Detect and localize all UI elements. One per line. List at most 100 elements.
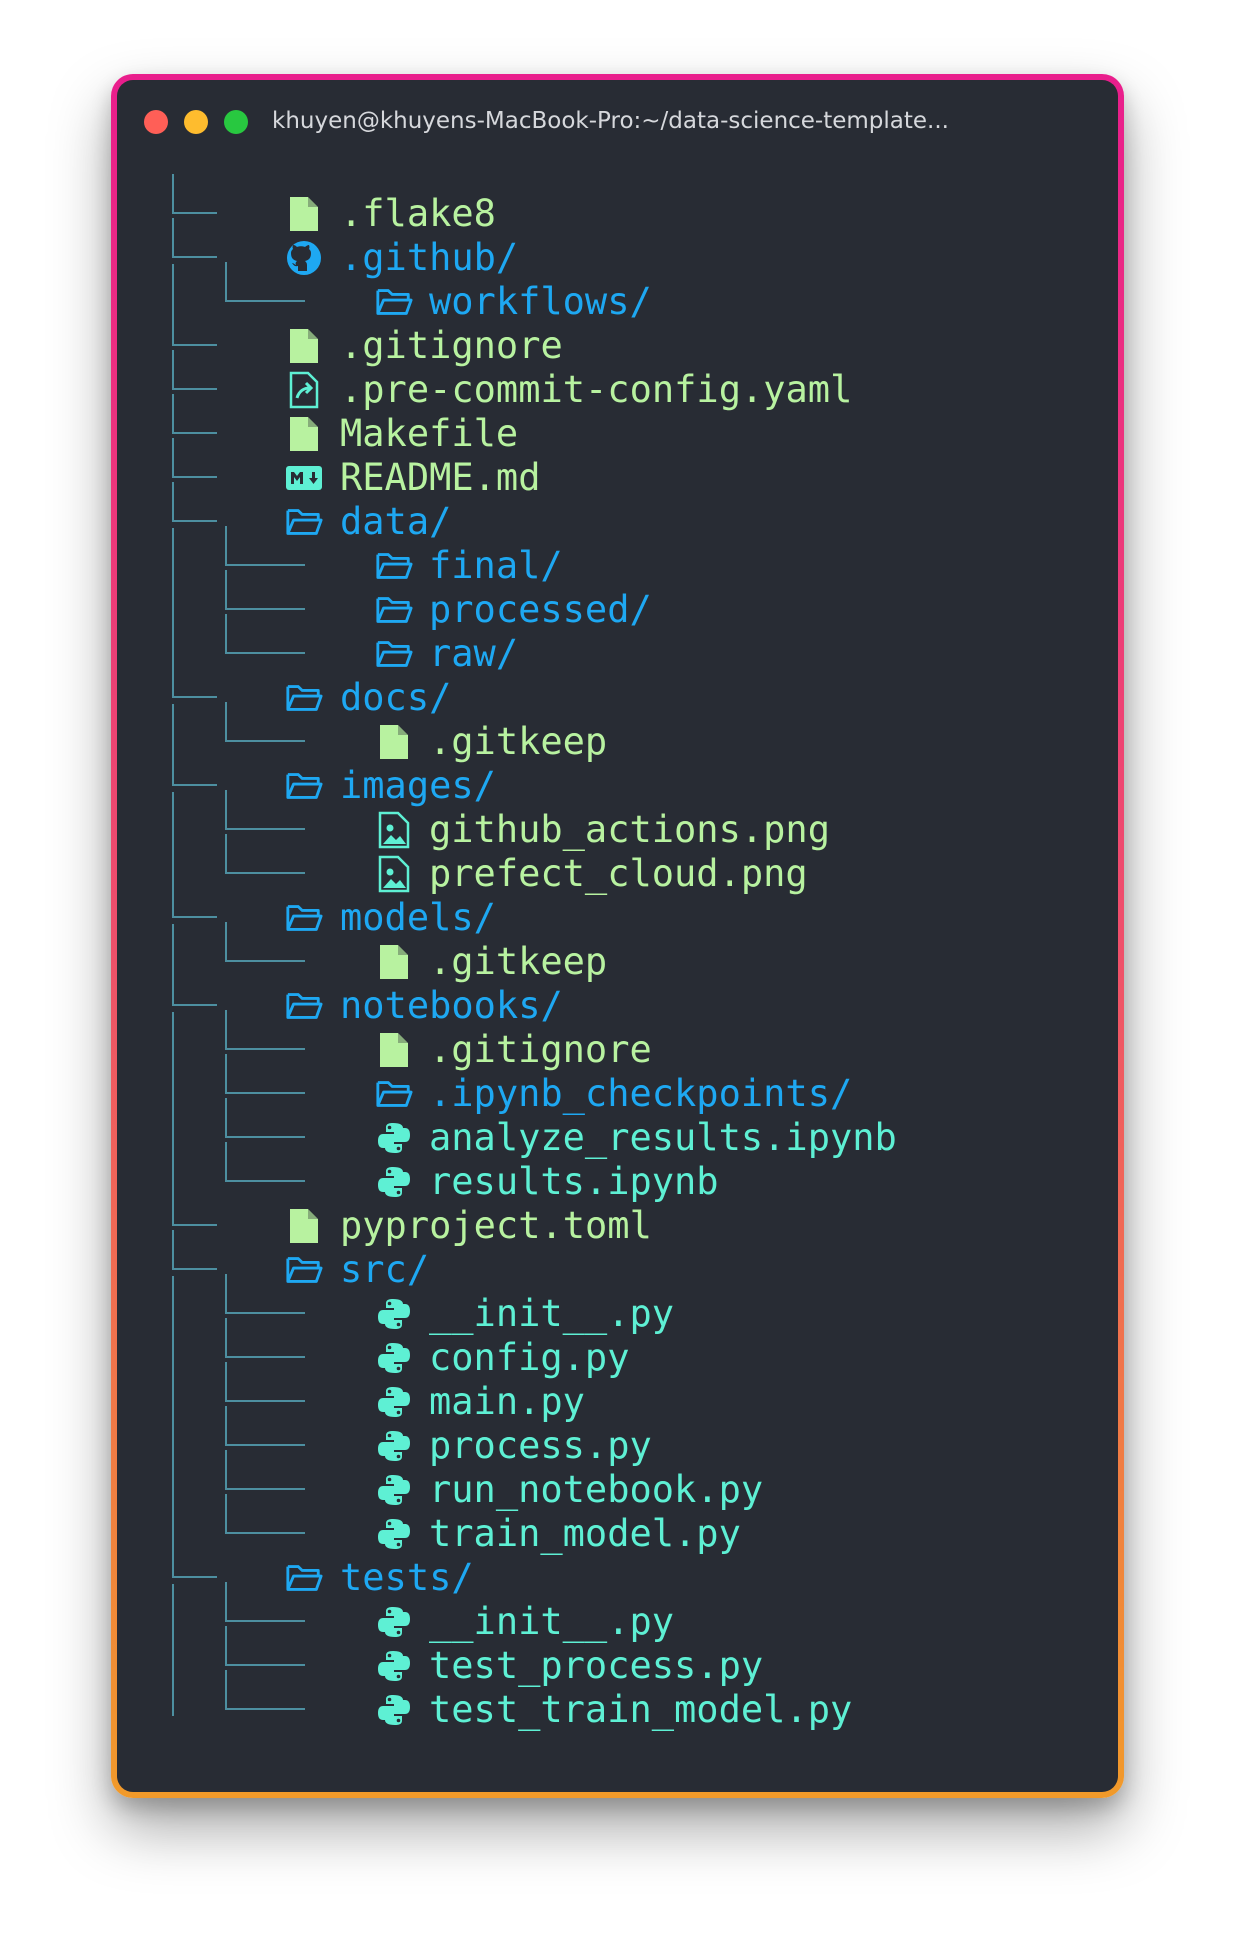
- tree-row-file: README.md: [117, 438, 1118, 500]
- tree-connector: [172, 394, 217, 434]
- tree-row-file: run_notebook.py: [117, 1450, 1118, 1512]
- tree-connector: [225, 834, 305, 874]
- tree-row-directory: raw/: [117, 614, 1118, 676]
- tree-connector: [172, 966, 217, 1006]
- tree-item-label[interactable]: .gitkeep: [429, 940, 608, 983]
- tree-item-label[interactable]: test_train_model.py: [429, 1688, 853, 1731]
- tree-row-file: github_actions.png: [117, 790, 1118, 852]
- folder-icon: [285, 900, 323, 936]
- tree-item-label[interactable]: prefect_cloud.png: [429, 852, 808, 895]
- tree-item-label[interactable]: config.py: [429, 1336, 630, 1379]
- tree-row-directory: .github/: [117, 218, 1118, 280]
- tree-row-file: config.py: [117, 1318, 1118, 1380]
- image-icon: [375, 811, 413, 849]
- tree-item-label[interactable]: run_notebook.py: [429, 1468, 764, 1511]
- tree-item-label[interactable]: .github/: [340, 236, 519, 279]
- tree-row-directory: workflows/: [117, 262, 1118, 324]
- tree-item-label[interactable]: results.ipynb: [429, 1160, 719, 1203]
- tree-connector: [172, 174, 217, 214]
- tree-connector: [225, 702, 305, 742]
- tree-row-directory: tests/: [117, 1538, 1118, 1600]
- file-icon: [285, 416, 323, 452]
- python-icon: [375, 1164, 413, 1200]
- tree-guide-line: [172, 1276, 174, 1540]
- title-bar: khuyen@khuyens-MacBook-Pro:~/data-scienc…: [117, 80, 1118, 150]
- tree-item-label[interactable]: .flake8: [340, 192, 496, 235]
- zoom-button[interactable]: [224, 110, 248, 134]
- tree-connector: [172, 350, 217, 390]
- tree-connector: [172, 482, 217, 522]
- tree-item-label[interactable]: data/: [340, 500, 452, 543]
- tree-connector: [172, 1538, 217, 1578]
- tree-row-file: process.py: [117, 1406, 1118, 1468]
- tree-connector: [225, 1626, 305, 1666]
- minimize-button[interactable]: [184, 110, 208, 134]
- tree-connector: [225, 1054, 305, 1094]
- tree-item-label[interactable]: final/: [429, 544, 563, 587]
- tree-item-label[interactable]: .gitignore: [340, 324, 563, 367]
- tree-connector: [225, 1010, 305, 1050]
- tree-connector: [172, 218, 217, 258]
- tree-item-label[interactable]: Makefile: [340, 412, 519, 455]
- tree-item-label[interactable]: github_actions.png: [429, 808, 830, 851]
- tree-item-label[interactable]: src/: [340, 1248, 430, 1291]
- window-frame: khuyen@khuyens-MacBook-Pro:~/data-scienc…: [111, 74, 1124, 1798]
- tree-connector: [172, 746, 217, 786]
- tree-row-directory: images/: [117, 746, 1118, 808]
- tree-connector: [225, 570, 305, 610]
- tree-item-label[interactable]: notebooks/: [340, 984, 563, 1027]
- python-icon: [375, 1296, 413, 1332]
- folder-icon: [375, 592, 413, 628]
- tree-item-label[interactable]: .gitkeep: [429, 720, 608, 763]
- tree-connector: [225, 1670, 305, 1710]
- tree-item-label[interactable]: raw/: [429, 632, 519, 675]
- tree-item-label[interactable]: README.md: [340, 456, 541, 499]
- tree-item-label[interactable]: __init__.py: [429, 1292, 675, 1335]
- tree-item-label[interactable]: pyproject.toml: [340, 1204, 652, 1247]
- tree-row-file: .gitignore: [117, 306, 1118, 368]
- tree-guide-line: [172, 264, 174, 308]
- tree-item-label[interactable]: docs/: [340, 676, 452, 719]
- tree-connector: [225, 1142, 305, 1182]
- tree-item-label[interactable]: analyze_results.ipynb: [429, 1116, 897, 1159]
- tree-connector: [225, 526, 305, 566]
- folder-icon: [285, 768, 323, 804]
- folder-icon: [285, 680, 323, 716]
- folder-icon: [375, 548, 413, 584]
- tree-row-file: .gitkeep: [117, 702, 1118, 764]
- tree-row-file: pyproject.toml: [117, 1186, 1118, 1248]
- tree-item-label[interactable]: test_process.py: [429, 1644, 764, 1687]
- tree-row-directory: .ipynb_checkpoints/: [117, 1054, 1118, 1116]
- close-button[interactable]: [144, 110, 168, 134]
- file-icon: [285, 196, 323, 232]
- tree-item-label[interactable]: __init__.py: [429, 1600, 675, 1643]
- tree-item-label[interactable]: train_model.py: [429, 1512, 741, 1555]
- tree-item-label[interactable]: tests/: [340, 1556, 474, 1599]
- tree-connector: [225, 1274, 305, 1314]
- tree-item-label[interactable]: .ipynb_checkpoints/: [429, 1072, 853, 1115]
- tree-guide-line: [172, 792, 174, 880]
- tree-row-file: Makefile: [117, 394, 1118, 456]
- python-icon: [375, 1340, 413, 1376]
- folder-icon: [285, 504, 323, 540]
- tree-item-label[interactable]: .pre-commit-config.yaml: [340, 368, 853, 411]
- tree-item-label[interactable]: processed/: [429, 588, 652, 631]
- tree-connector: [225, 1494, 305, 1534]
- folder-icon: [375, 284, 413, 320]
- tree-row-file: .gitignore: [117, 1010, 1118, 1072]
- folder-icon: [375, 1076, 413, 1112]
- tree-item-label[interactable]: .gitignore: [429, 1028, 652, 1071]
- tree-item-label[interactable]: images/: [340, 764, 496, 807]
- tree-row-file: train_model.py: [117, 1494, 1118, 1556]
- image-icon: [375, 855, 413, 893]
- tree-row-file: .flake8: [117, 174, 1118, 236]
- tree-guide-line: [172, 528, 174, 660]
- tree-connector: [225, 922, 305, 962]
- tree-item-label[interactable]: workflows/: [429, 280, 652, 323]
- markdown-icon: [285, 460, 323, 496]
- tree-row-file: main.py: [117, 1362, 1118, 1424]
- tree-item-label[interactable]: main.py: [429, 1380, 585, 1423]
- tree-connector: [225, 1098, 305, 1138]
- tree-item-label[interactable]: process.py: [429, 1424, 652, 1467]
- tree-item-label[interactable]: models/: [340, 896, 496, 939]
